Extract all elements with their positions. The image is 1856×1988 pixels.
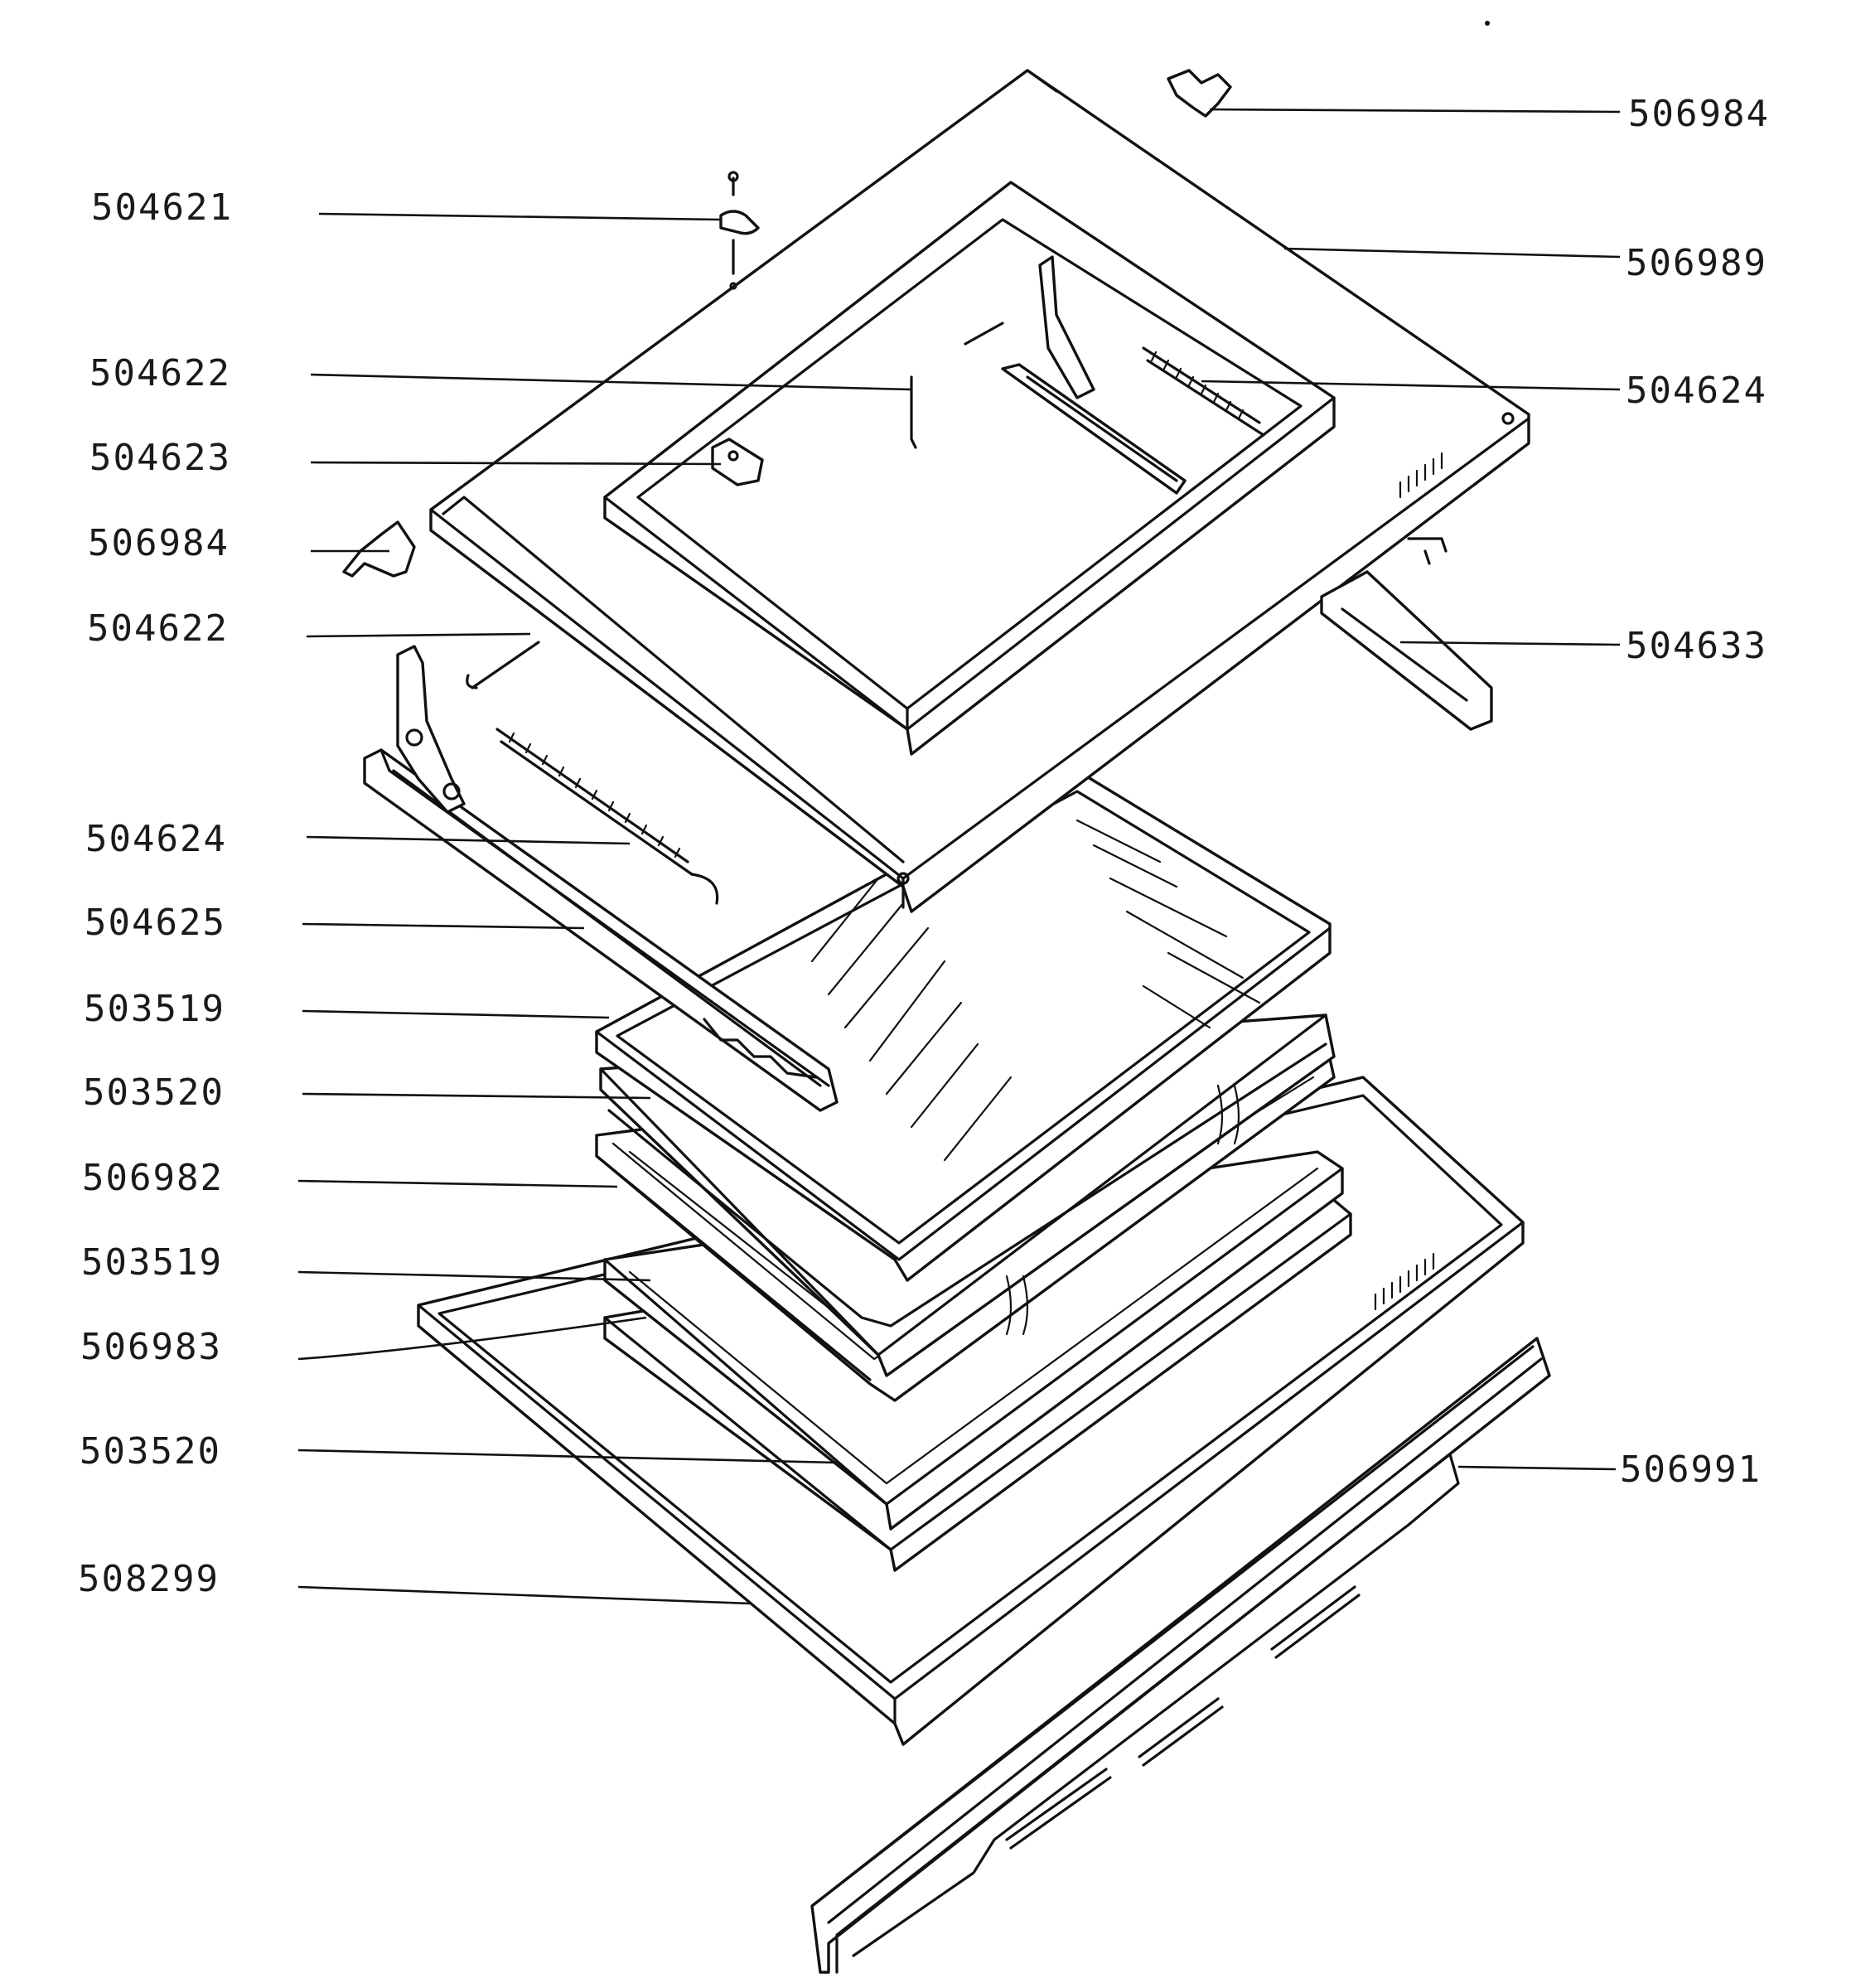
spring-504624-upper <box>1142 346 1265 437</box>
callout-504621: 504621 <box>91 186 233 229</box>
callouts-left: 504621 504622 504623 506984 504622 50462… <box>78 186 233 1600</box>
glass-panel-503519-upper <box>595 769 1332 1336</box>
spring-504624-left <box>495 728 719 905</box>
callout-503520-b: 503520 <box>80 1430 221 1473</box>
callouts-right: 506984 506989 504624 504633 506991 <box>1620 93 1770 1491</box>
callout-504623: 504623 <box>89 437 231 479</box>
rail-504633 <box>1320 537 1493 731</box>
callout-503519-b: 503519 <box>81 1241 223 1284</box>
callout-504633: 504633 <box>1626 625 1767 667</box>
catch-504623 <box>711 438 764 486</box>
callout-504622-a: 504622 <box>89 352 231 394</box>
callout-506991: 506991 <box>1620 1449 1762 1491</box>
callout-506983: 506983 <box>80 1326 222 1368</box>
leader-lines <box>297 108 1621 1605</box>
screw-504621 <box>719 171 760 290</box>
callout-504624-right: 504624 <box>1626 370 1767 412</box>
callout-503519-a: 503519 <box>84 988 225 1030</box>
rod-504622-upper <box>910 322 1004 449</box>
callout-504625: 504625 <box>85 902 226 944</box>
callout-503520-a: 503520 <box>83 1071 225 1114</box>
callout-504622-b: 504622 <box>87 607 229 650</box>
hinge-assembly-upper <box>1001 255 1187 495</box>
callout-506984-left: 506984 <box>88 522 230 564</box>
bracket-506984-left <box>342 520 416 578</box>
callout-504624-left: 504624 <box>85 818 227 860</box>
stray-dot <box>1485 21 1490 26</box>
inner-window-recess <box>603 181 1336 756</box>
callout-508299: 508299 <box>78 1558 220 1600</box>
rod-504622-left <box>466 641 540 689</box>
callout-506982: 506982 <box>82 1157 224 1199</box>
callout-506989: 506989 <box>1626 242 1767 284</box>
handle-506991 <box>810 1337 1551 1974</box>
callout-506984-right: 506984 <box>1628 93 1770 135</box>
bracket-506984-top <box>1167 69 1232 118</box>
